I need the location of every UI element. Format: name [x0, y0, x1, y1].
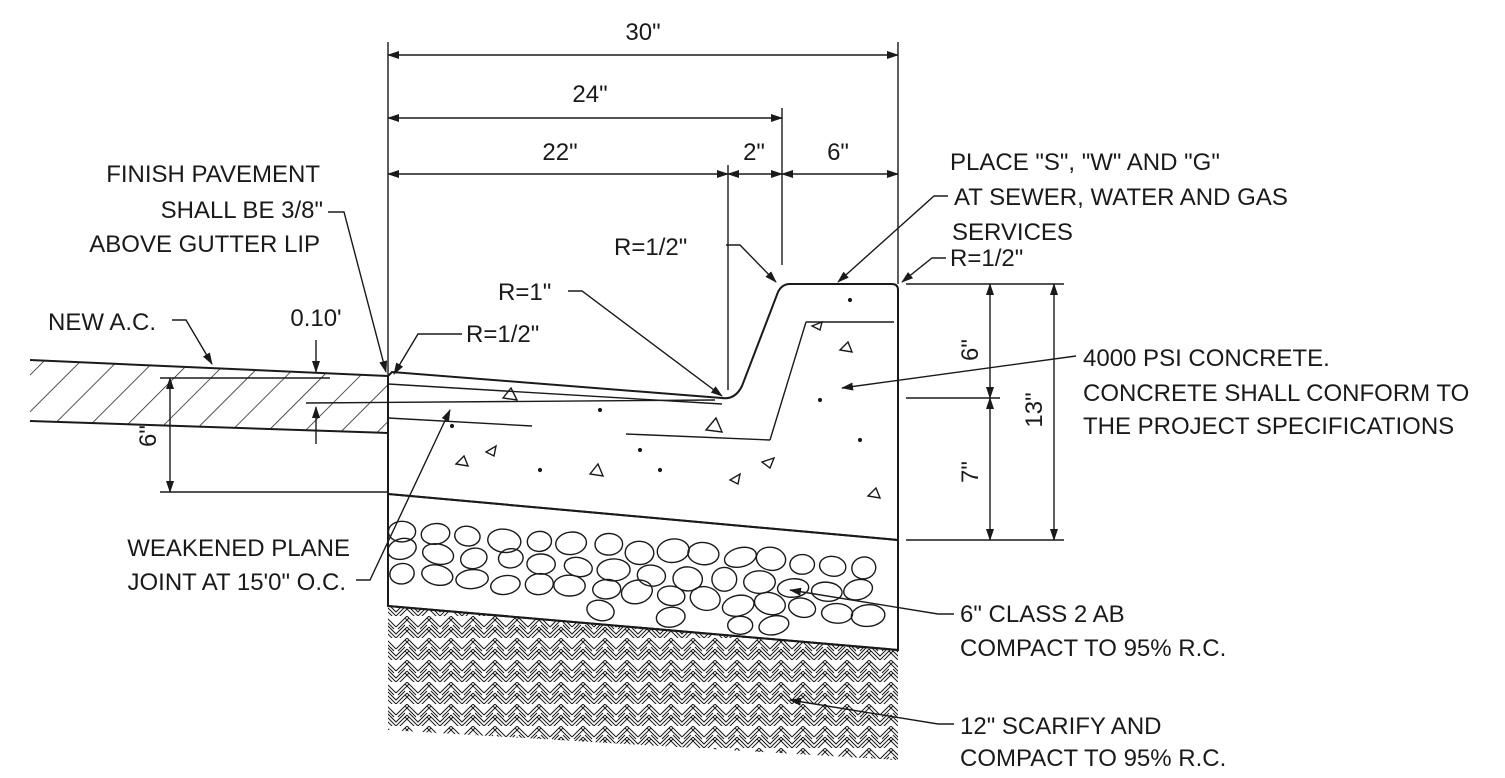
note-subgrade-line2: COMPACT TO 95% R.C. — [960, 745, 1226, 772]
cobble-stone — [387, 537, 417, 561]
note-concrete-line3: THE PROJECT SPECIFICATIONS — [1083, 413, 1454, 440]
cobble-stone — [526, 530, 553, 553]
note-base: 6" CLASS 2 AB COMPACT TO 95% R.C. — [789, 587, 1226, 662]
note-subgrade: 12" SCARIFY AND COMPACT TO 95% R.C. — [789, 697, 1226, 772]
radius-callouts: R=1/2" R=1" R=1/2" R=1/2" — [393, 234, 1023, 397]
cobble-stone — [753, 591, 786, 616]
dimension-6-ac-label: 6" — [135, 425, 162, 447]
dimension-heights-right: 6" 7" 13" — [906, 283, 1064, 541]
cobble-stone — [454, 525, 481, 547]
note-finish-pavement-line3: ABOVE GUTTER LIP — [89, 231, 320, 258]
cobble-stone — [459, 547, 488, 570]
dimension-13-label: 13" — [1021, 392, 1048, 427]
cobble-stone — [524, 572, 554, 596]
cobble-stone — [594, 532, 624, 556]
dimension-7-label: 7" — [957, 461, 984, 483]
cobble-stone — [586, 599, 615, 622]
cobble-stone — [851, 556, 877, 580]
cobble-stone — [592, 578, 622, 600]
cobble-stone — [555, 531, 588, 556]
cobble-stone — [421, 564, 454, 587]
note-base-line1: 6" CLASS 2 AB — [960, 601, 1125, 628]
new-ac-pavement — [29, 359, 389, 434]
cobble-stone — [672, 566, 704, 592]
base-cobble-stones — [387, 520, 886, 636]
dimension-lip-offset-label: 0.10' — [290, 305, 341, 332]
cobble-stone — [689, 585, 721, 612]
dimension-lip-offset: 0.10' — [290, 305, 342, 444]
dimension-2-label: 2" — [743, 139, 765, 166]
note-concrete: 4000 PSI CONCRETE. CONCRETE SHALL CONFOR… — [841, 345, 1469, 440]
note-finish-pavement: FINISH PAVEMENT SHALL BE 3/8" ABOVE GUTT… — [89, 161, 388, 373]
dimension-6-face-label: 6" — [957, 339, 984, 361]
scarified-subgrade — [387, 605, 899, 760]
cobble-stone — [421, 543, 455, 566]
cobble-stone — [624, 540, 655, 566]
cobble-stone — [843, 578, 874, 601]
dimension-24-label: 24" — [572, 81, 607, 108]
cobble-stone — [789, 553, 816, 575]
cobble-stone — [389, 562, 415, 585]
note-new-ac: NEW A.C. — [48, 309, 213, 365]
cobble-stone — [455, 568, 489, 590]
cobble-stone — [656, 585, 686, 607]
dimension-6-top-label: 6" — [827, 139, 849, 166]
radius-gutter-lip-label: R=1/2" — [466, 321, 539, 348]
cobble-stone — [596, 558, 631, 582]
cobble-stone — [711, 566, 738, 592]
note-concrete-line1: 4000 PSI CONCRETE. — [1083, 345, 1330, 372]
cobble-stone — [776, 578, 810, 598]
cobble-stone — [758, 614, 790, 636]
dimension-22-label: 22" — [542, 139, 577, 166]
note-weakened-plane-line2: JOINT AT 15'0" O.C. — [127, 569, 346, 596]
cobble-stone — [656, 538, 690, 564]
cobble-stone — [490, 574, 521, 596]
cobble-stone — [636, 564, 667, 587]
radius-top-back-label: R=1/2" — [614, 234, 687, 261]
cobble-stone — [526, 553, 556, 575]
cobble-stone — [387, 520, 417, 543]
cobble-stone — [420, 522, 451, 545]
cobble-stone — [850, 604, 886, 628]
dimension-30-label: 30" — [625, 19, 660, 46]
concrete-aggregate-marks — [449, 297, 882, 499]
cobble-stone — [723, 546, 757, 569]
cobble-stone — [620, 579, 653, 605]
cobble-stone — [727, 615, 754, 636]
note-place-services: PLACE "S", "W" AND "G" AT SEWER, WATER A… — [837, 149, 1288, 283]
cobble-stone — [818, 555, 847, 577]
note-base-line2: COMPACT TO 95% R.C. — [960, 635, 1226, 662]
note-weakened-plane-line1: WEAKENED PLANE — [127, 535, 350, 562]
cobble-stone — [743, 570, 777, 595]
cobble-stone — [820, 602, 854, 624]
radius-top-front-label: R=1/2" — [950, 245, 1023, 272]
cobble-stone — [687, 541, 720, 566]
cobble-stone — [553, 574, 586, 597]
dimension-22-2-6: 22" 2" 6" — [387, 139, 899, 390]
note-concrete-line2: CONCRETE SHALL CONFORM TO — [1083, 380, 1469, 407]
cobble-stone — [721, 594, 755, 617]
concrete-curb-gutter — [305, 283, 899, 542]
cobble-stone — [487, 528, 522, 554]
cobble-stone — [755, 546, 787, 572]
note-place-services-line3: SERVICES — [952, 219, 1073, 246]
cobble-stone — [655, 606, 686, 628]
note-finish-pavement-line2: SHALL BE 3/8" — [161, 197, 323, 224]
note-place-services-line2: AT SEWER, WATER AND GAS — [954, 184, 1288, 211]
cobble-stone — [787, 597, 817, 619]
note-place-services-line1: PLACE "S", "W" AND "G" — [950, 149, 1220, 176]
note-new-ac-label: NEW A.C. — [48, 309, 156, 336]
note-finish-pavement-line1: FINISH PAVEMENT — [106, 161, 320, 188]
cobble-stone — [810, 581, 843, 602]
radius-flow-line-label: R=1" — [498, 279, 551, 306]
dimension-30: 30" — [387, 19, 899, 376]
note-weakened-plane: WEAKENED PLANE JOINT AT 15'0" O.C. — [127, 409, 451, 596]
cobble-stone — [497, 547, 524, 569]
dimension-ac-thickness: 6" — [135, 377, 388, 493]
note-subgrade-line1: 12" SCARIFY AND — [960, 713, 1161, 740]
dimension-24: 24" — [387, 81, 783, 265]
